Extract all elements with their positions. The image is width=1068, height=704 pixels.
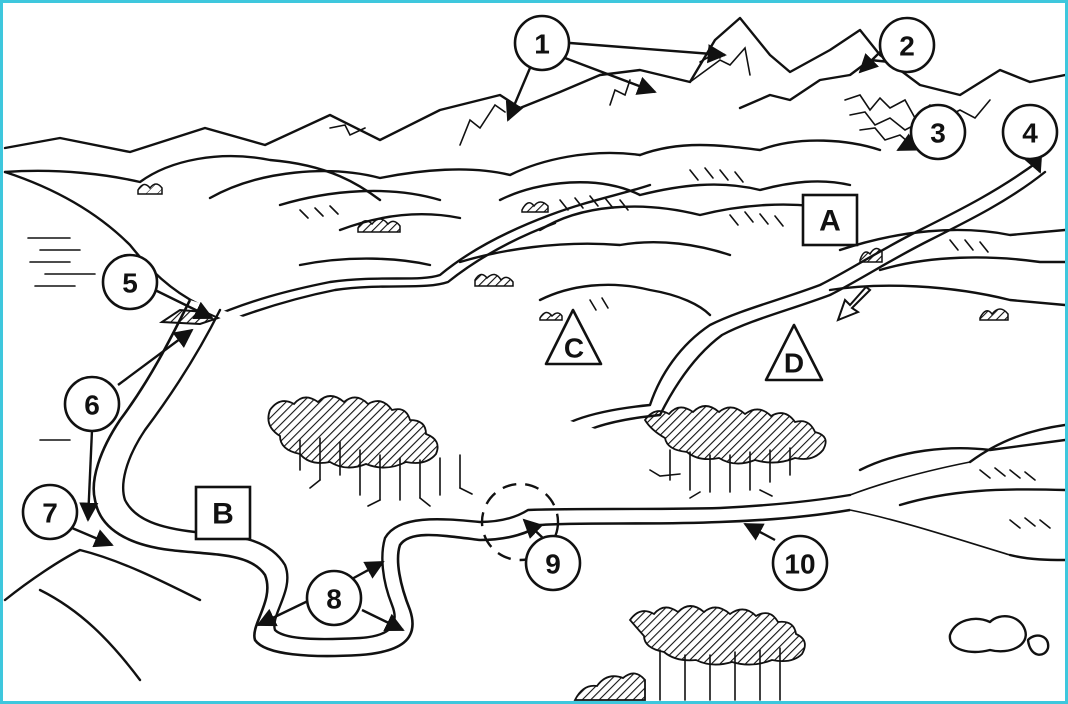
callout-2-label: 2 [899,31,915,62]
region-b-label: B [212,498,234,531]
callout-4: 4 [1001,103,1059,161]
region-a-label: A [819,205,841,238]
callout-7-label: 7 [42,498,58,529]
callout-1-label: 1 [534,29,550,60]
callout-5: 5 [101,253,159,311]
upper-tributary [203,183,652,330]
region-a-box: A [801,193,859,247]
leader-arrows [71,41,1043,632]
lower-left-hills [3,548,202,682]
confluence-dashed-circle [480,482,560,562]
callout-10-label: 10 [784,549,815,580]
region-c-label: C [564,333,584,364]
callout-4-label: 4 [1022,118,1038,149]
callout-9: 9 [524,534,582,592]
callout-9-label: 9 [545,549,561,580]
callout-8-label: 8 [326,584,342,615]
lowland-hills [858,438,1065,656]
callout-1: 1 [513,14,571,72]
region-b-box: B [194,485,252,541]
callout-10: 10 [771,534,829,592]
flow-direction-arrow [836,285,872,322]
river-landscape-diagram: 1 2 3 4 5 6 7 8 9 10 A B C D [3,14,1065,701]
callout-6-label: 6 [84,390,100,421]
callout-3: 3 [909,103,967,161]
main-river [92,158,1065,658]
region-c-triangle: C [544,308,603,366]
forest-center [267,395,473,507]
forest-right [643,405,827,499]
callout-8: 8 [305,569,363,627]
region-d-label: D [784,348,804,379]
hills [3,139,1065,317]
region-d-triangle: D [764,323,824,382]
callout-2: 2 [878,16,936,74]
callout-5-label: 5 [122,268,138,299]
callout-7: 7 [21,483,79,541]
callout-6: 6 [63,375,121,433]
callout-3-label: 3 [930,118,946,149]
forest-bottom [573,605,806,701]
